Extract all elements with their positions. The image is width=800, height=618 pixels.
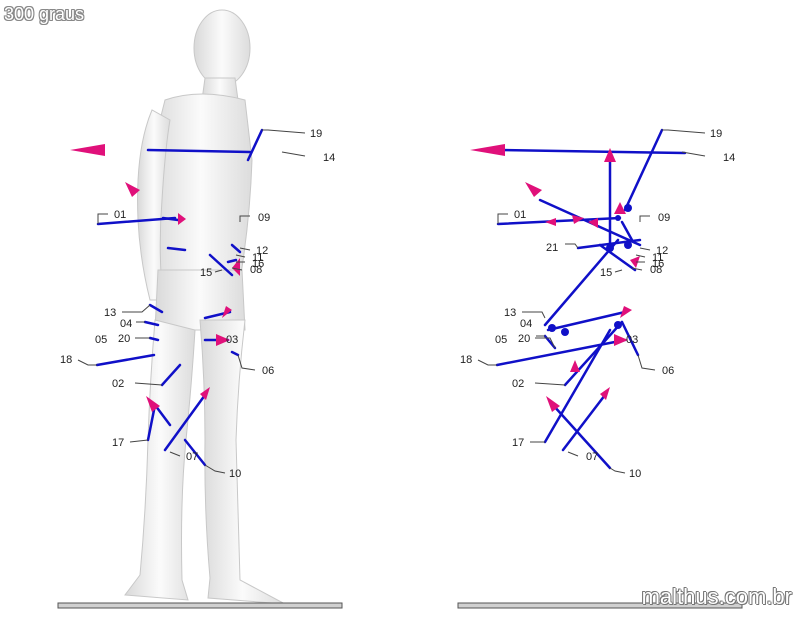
right-arrowheads (470, 144, 640, 412)
label-20: 20 (518, 333, 530, 345)
label-21: 21 (546, 242, 558, 254)
right-vectors (495, 128, 687, 470)
label-12: 12 (656, 245, 668, 257)
label-15: 15 (600, 267, 612, 279)
label-19: 19 (310, 128, 322, 140)
site-watermark: malthus.com.br (641, 584, 792, 609)
label-10: 10 (229, 468, 241, 480)
label-07: 07 (586, 451, 598, 463)
label-16: 16 (652, 258, 664, 270)
label-05: 05 (495, 334, 507, 346)
label-05: 05 (95, 334, 107, 346)
label-14: 14 (723, 152, 735, 164)
view-angle-label: 300 graus (4, 4, 85, 24)
label-17: 17 (112, 437, 124, 449)
label-01: 01 (514, 209, 526, 221)
label-07: 07 (186, 451, 198, 463)
label-09: 09 (258, 212, 270, 224)
right-labels: 19 14 01 09 21 12 11 16 08 15 13 04 05 2… (460, 128, 735, 480)
label-06: 06 (262, 365, 274, 377)
label-08: 08 (650, 264, 662, 276)
label-17: 17 (512, 437, 524, 449)
right-leader-lines (477, 129, 706, 474)
label-01: 01 (114, 209, 126, 221)
label-08: 08 (250, 264, 262, 276)
label-03: 03 (626, 334, 638, 346)
label-02: 02 (512, 378, 524, 390)
label-16: 16 (252, 258, 264, 270)
label-19: 19 (710, 128, 722, 140)
right-joint-dots (548, 204, 632, 336)
label-11: 11 (252, 252, 263, 264)
left-vectors (95, 128, 264, 467)
label-02: 02 (112, 378, 124, 390)
ground-plate-right (457, 602, 743, 609)
label-18: 18 (460, 354, 472, 366)
label-04: 04 (120, 318, 132, 330)
label-10: 10 (629, 468, 641, 480)
label-03: 03 (226, 334, 238, 346)
left-arrowheads (70, 144, 240, 412)
label-11: 11 (652, 252, 663, 264)
label-09: 09 (658, 212, 670, 224)
label-20: 20 (118, 333, 130, 345)
label-13: 13 (104, 307, 116, 319)
label-13: 13 (504, 307, 516, 319)
label-04: 04 (520, 318, 532, 330)
human-figure (124, 9, 286, 605)
left-leader-lines (77, 129, 306, 474)
label-06: 06 (662, 365, 674, 377)
label-14: 14 (323, 152, 335, 164)
label-15: 15 (200, 267, 212, 279)
label-12: 12 (256, 245, 268, 257)
ground-plate-left (57, 602, 343, 609)
label-18: 18 (60, 354, 72, 366)
left-labels: 19 14 01 09 12 11 16 08 15 13 04 05 20 0… (60, 128, 335, 480)
